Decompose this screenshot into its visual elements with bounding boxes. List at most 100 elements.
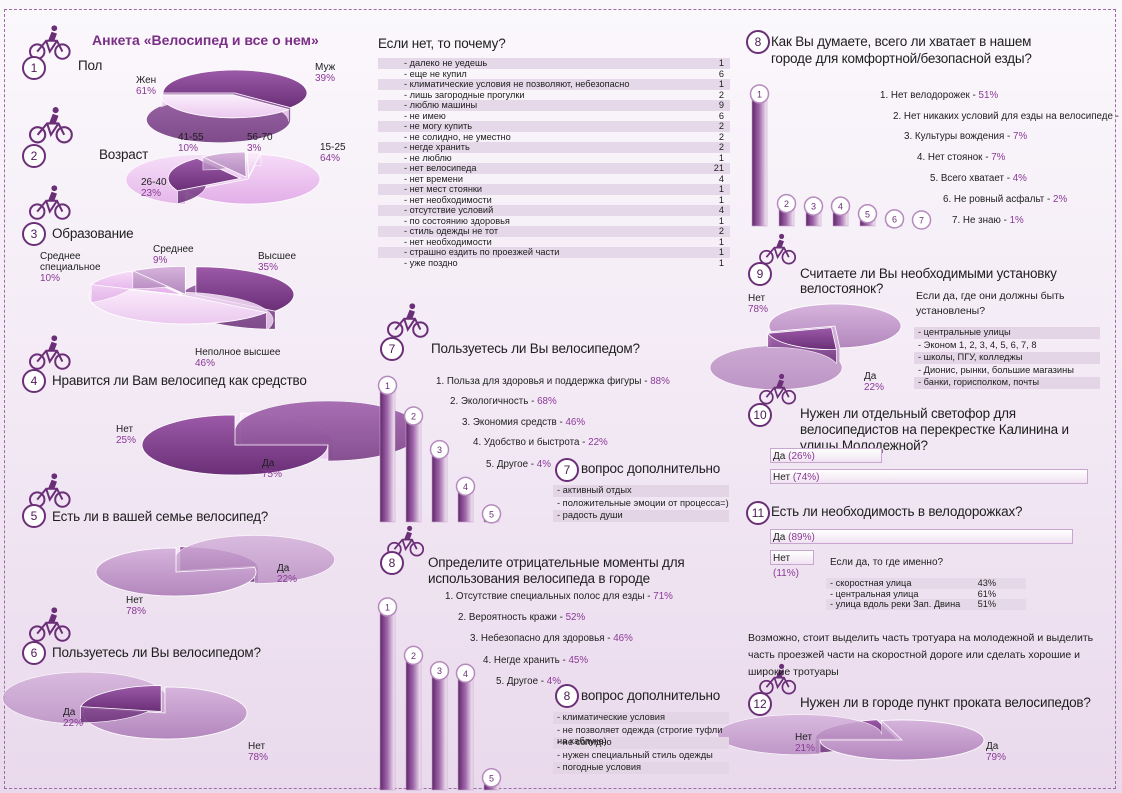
why-not-value: 2 (718, 131, 724, 142)
q10-bike-icon (759, 373, 797, 405)
q6-bike-icon (29, 607, 71, 642)
pie-slice (141, 414, 329, 476)
q8c-bar (751, 95, 768, 227)
why-not-value: 4 (718, 205, 724, 215)
why-not-value: 4 (718, 173, 724, 184)
page-title: Анкета «Велосипед и все о нем» (92, 32, 319, 48)
q5-label: Есть ли в вашей семье велосипед? (52, 509, 269, 524)
q8-bar-cap (481, 768, 502, 788)
why-not-text: - страшно ездить по проезжей части (404, 247, 560, 257)
pie-slice (766, 327, 837, 351)
pie-slice (768, 303, 902, 349)
q8c-bar-num: 6 (892, 214, 897, 224)
why-not-text: - нет мест стоянки (404, 184, 483, 194)
q8b-number: 8 (555, 684, 579, 708)
q8c-bar-label: 2. Нет никаких условий для езды на велос… (893, 111, 1122, 122)
q9-extra-item: - школы, ПГУ, колледжы (914, 352, 1100, 364)
why-not-value: 1 (718, 215, 724, 226)
q8-bar-cap (455, 663, 476, 683)
q7-extra-list: - активный отдых- положительные эмоции о… (553, 485, 729, 523)
q9-extra-item: - Дионис, рынки, большие магазины (918, 364, 1074, 375)
why-not-text: - по состоянию здоровья (404, 215, 510, 226)
why-not-text: - не имею (404, 110, 446, 121)
q4-label: Нравится ли Вам велосипед как средство (52, 373, 307, 388)
q8-bar (457, 674, 474, 791)
why-not-value: 1 (718, 247, 724, 257)
why-not-text: - не могу купить (404, 121, 473, 131)
q8-bar-label: 1. Отсутствие специальных полос для езды… (445, 591, 673, 602)
why-not-text: - нет велосипеда (404, 163, 477, 173)
q8-extra-item: - нужен специальный стиль одежды (557, 749, 713, 760)
q7-bar-cap (481, 504, 502, 524)
q8-bar-num: 1 (385, 602, 390, 612)
why-not-value: 9 (718, 100, 724, 110)
q10-bar: Нет (74%) (770, 469, 1089, 484)
q5-pie (95, 535, 335, 597)
q7-bar-num: 2 (411, 411, 416, 421)
why-not-value: 1 (718, 152, 724, 163)
q8a-bike-icon (387, 525, 425, 557)
why-not-value: 1 (718, 257, 724, 268)
why-not-row: - нет времени 4 (378, 174, 730, 185)
q8c-bar-cap (830, 196, 851, 216)
q10-label: Нужен ли отдельный светофор для велосипе… (800, 406, 1069, 453)
q2-pie (125, 151, 321, 205)
q11-extra-value: 51% (977, 599, 996, 609)
q9-pie (709, 303, 902, 390)
q8-extra-list: - климатические условия- не позволяет од… (553, 712, 729, 775)
q8a-number: 8 (380, 551, 404, 575)
why-not-text: - отсутствие условий (404, 205, 494, 215)
pie-slice (131, 265, 186, 295)
q10-bar: Да (26%) (770, 448, 882, 463)
q8-bar (405, 657, 422, 791)
q5-bike-icon (29, 473, 71, 508)
q11-label: Есть ли необходимость в велодорожках? (771, 504, 1023, 519)
why-not-text: - люблю машины (404, 100, 478, 110)
q1-bike-icon (29, 25, 71, 60)
q8-extra-item: - климатические условия (553, 712, 729, 724)
q5-number: 5 (22, 504, 46, 528)
q7-bar-num: 3 (437, 445, 442, 455)
q4-bike-icon (29, 335, 71, 370)
q8-extra-item: - не солидно (553, 737, 729, 749)
q12-number: 12 (748, 692, 772, 716)
q8-bar (431, 672, 448, 791)
q8c-bar-label: 6. Не ровный асфальт - 2% (943, 194, 1068, 205)
why-not-text: - лишь загородные прогулки (404, 89, 525, 100)
q11-extra-title: Если да, то где именно? (830, 557, 944, 568)
q8c-bar-cap (749, 84, 770, 104)
q7-extra-item: - активный отдых (553, 485, 729, 497)
q8c-bar-label: 1. Нет велодорожек - 51% (880, 90, 999, 101)
q4-pie (141, 400, 422, 476)
pie-slice (82, 686, 248, 740)
q11-bar: Нет (11%) (770, 550, 814, 579)
pie-slice (247, 151, 262, 179)
why-not-text: - еще не купил (404, 68, 467, 79)
q7-bike-icon (387, 303, 429, 338)
q3-pie (88, 265, 295, 332)
q9-extra-item: - центральные улицы (914, 327, 1100, 339)
why-not-text: - нет необходимости (404, 236, 492, 247)
q1-pie (146, 69, 308, 143)
q8-bar-cap (377, 597, 398, 617)
why-not-row: - люблю машины 9 (378, 100, 730, 111)
why-not-text: - нет времени (404, 173, 463, 184)
q12-label: Нужен ли в городе пункт проката велосипе… (800, 695, 1091, 710)
why-not-value: 21 (713, 163, 724, 173)
